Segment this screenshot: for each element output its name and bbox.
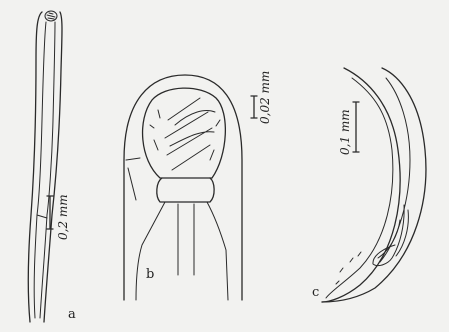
panel-b-drawing [124,75,257,300]
panel-c-label: c [312,286,319,299]
panel-a-outer-left [28,12,42,322]
panel-a-label: a [68,308,76,321]
panel-c-gut-inner [380,78,410,262]
panel-c-scale-text: 0,1 mm [338,109,352,155]
panel-c-papillae [336,252,361,284]
panel-b-collar [157,178,214,202]
panel-a-head-texture [47,13,55,19]
panel-a-outer-right [44,12,62,322]
panel-b-esophagus [136,202,228,300]
panel-a-scale-text: 0,2 mm [56,194,70,240]
panel-b-spirals [165,98,215,170]
panel-b-outer-cuticle [124,75,242,300]
panel-c-drawing [322,68,426,302]
panel-b-scale-bar [251,96,257,118]
panel-a-drawing [28,11,62,322]
panel-b-capsule [143,88,226,178]
panel-c-inner-curve [322,68,426,302]
panel-b-label: b [146,268,154,281]
panel-b-side-lines [126,158,140,200]
panel-a-junction [37,215,47,218]
panel-b-scale-text: 0,02 mm [258,71,272,124]
panel-c-scale-bar [353,102,359,152]
